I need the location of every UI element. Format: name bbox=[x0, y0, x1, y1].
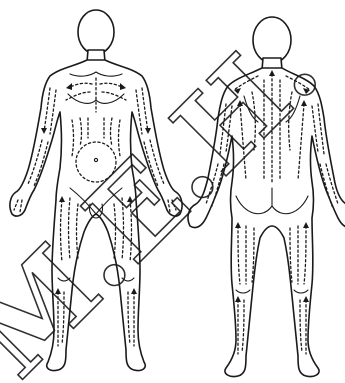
front-head bbox=[78, 10, 114, 54]
